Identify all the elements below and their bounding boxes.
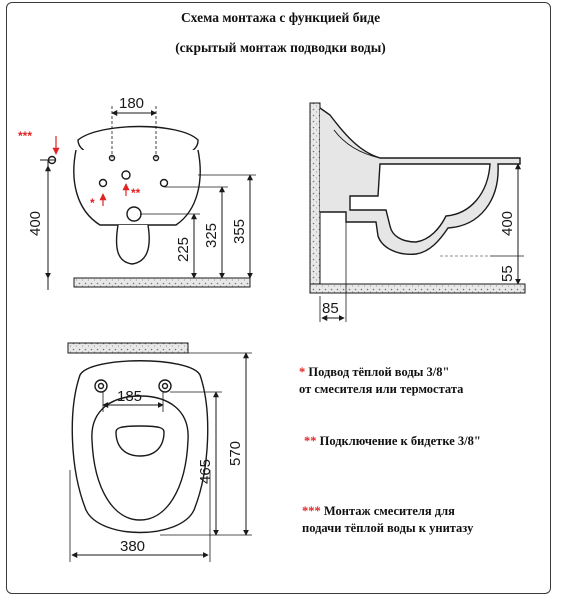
dim-325-label: 325 [203,223,220,248]
dim-85-label: 85 [322,300,339,317]
legend-item-2-text: Подключение к бидетке 3/8" [319,434,481,448]
dim-180-label: 180 [119,95,144,112]
front-hole-bidet [121,170,131,180]
front-view [40,106,256,290]
legend-item-3: *** Монтаж смесителя для подачи тёплой в… [302,503,473,537]
legend-item-3-line-1: Монтаж смесителя для [323,504,455,518]
dim-400-front-label: 400 [27,211,44,236]
marker-single-front: * [90,196,95,210]
front-view-labels: 180 400 225 325 355 [27,95,248,262]
front-view-markers: *** * ** [18,129,141,210]
top-view-labels: 185 465 570 380 [117,388,244,555]
legend-item-1-line-2: от смесителя или термостата [299,382,464,396]
legend-item-2: ** Подключение к бидетке 3/8" [304,433,481,450]
marker-double-front: ** [131,186,141,200]
legend-item-3-marker: *** [302,504,321,518]
side-wall [309,102,321,294]
legend-item-3-line-2: подачи тёплой воды к унитазу [302,521,474,535]
side-floor [309,283,526,294]
dim-185-label: 185 [117,388,142,405]
dim-400-side-label: 400 [499,211,516,236]
side-view-labels: 400 55 85 [322,211,516,317]
dim-380-label: 380 [120,538,145,555]
side-view [309,102,526,322]
front-floor [73,277,251,288]
top-wall [67,342,189,354]
legend-item-2-marker: ** [304,434,317,448]
dim-55-label: 55 [499,265,516,282]
legend-item-1-marker: * [299,365,306,379]
marker-triple-front: *** [18,129,32,143]
top-view [67,342,252,562]
legend-item-1: * Подвод тёплой воды 3/8" от смесителя и… [299,364,463,398]
title-line-1: Схема монтажа с функцией биде [180,10,381,25]
dim-355-label: 355 [231,219,248,244]
dim-225-label: 225 [175,237,192,262]
legend-item-1-line-1: Подвод тёплой воды 3/8" [308,365,450,379]
dim-465-label: 465 [197,459,214,484]
dim-570-label: 570 [227,441,244,466]
title-line-2: (скрытый монтаж подводки воды) [175,40,386,55]
